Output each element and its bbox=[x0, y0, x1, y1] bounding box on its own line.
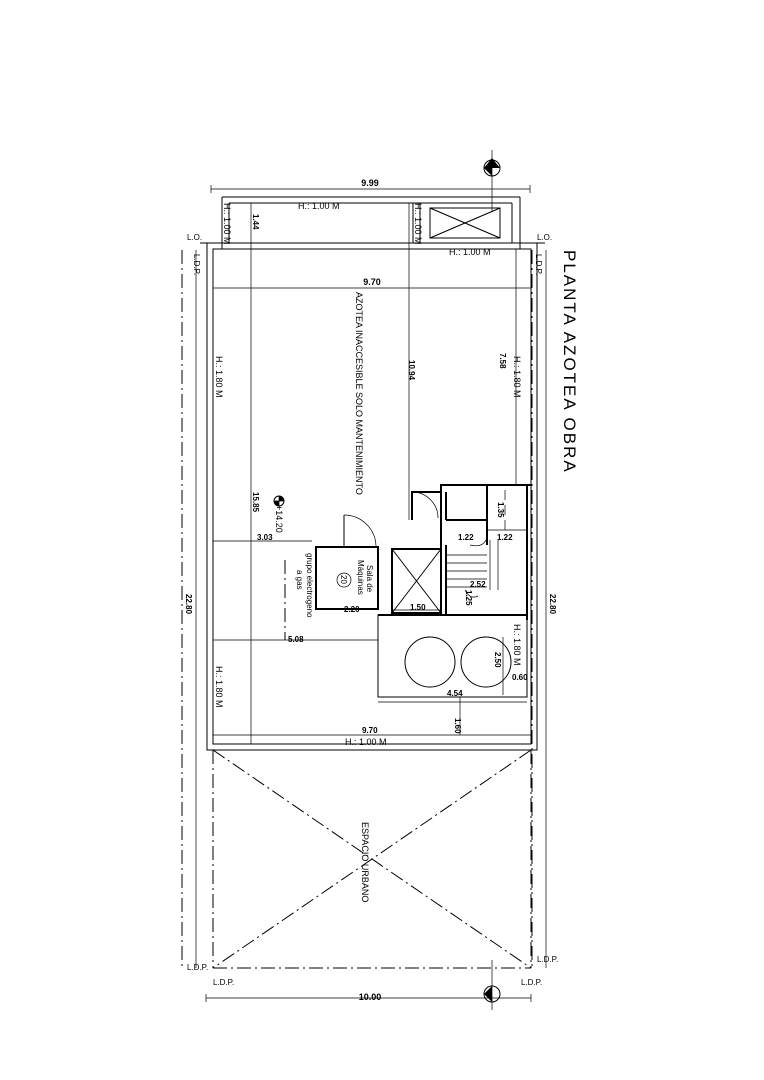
urban-space bbox=[212, 749, 532, 969]
dimension-inner-width-top: 9.70 bbox=[213, 277, 531, 289]
dim-1-44: 1.44 bbox=[251, 214, 260, 230]
dim-0-60: 0.60 bbox=[512, 673, 528, 682]
machine-room bbox=[315, 514, 379, 610]
parapet-left-upper: H.: 1.80 M bbox=[214, 356, 224, 398]
dim-2-52: 2.52 bbox=[470, 580, 486, 589]
machine-room-label-2: Máquinas bbox=[356, 560, 365, 595]
urban-space-label: ESPACIO URBANO bbox=[360, 822, 370, 902]
stair-core bbox=[378, 484, 531, 620]
dim-2-20: 2.20 bbox=[344, 605, 360, 614]
dim-1-22b: 1.22 bbox=[497, 533, 513, 542]
section-marker-top bbox=[483, 150, 501, 212]
dim-3-03: 3.03 bbox=[257, 533, 273, 542]
parapet-top-right: H.: 1.00 M bbox=[449, 247, 491, 257]
ldp-right-top: L.D.P. bbox=[534, 254, 543, 275]
roof-note: AZOTEA INACCESIBLE SOLO MANTENIMIENTO bbox=[354, 292, 364, 495]
dim-1-25: 1.25 bbox=[464, 590, 473, 606]
dim-7-58: 7.58 bbox=[498, 353, 507, 369]
generator-label-1: grupo electrogeno bbox=[305, 553, 314, 618]
ldp-left-bottom: L.D.P. bbox=[187, 963, 208, 972]
lo-left: L.O. bbox=[187, 233, 202, 242]
parapet-side-left-1: H.: 1.00 M bbox=[222, 203, 232, 245]
parapet-left-lower: H.: 1.80 M bbox=[214, 666, 224, 708]
dim-10-94: 10.94 bbox=[407, 360, 416, 381]
parapet-right-lower: H.: 1.80 M bbox=[512, 624, 522, 666]
dim-top-width-label: 9.99 bbox=[361, 178, 379, 188]
dim-2-50: 2.50 bbox=[493, 652, 502, 668]
machine-room-number-circle bbox=[336, 572, 352, 588]
dimension-top-width: 9.99 bbox=[210, 178, 531, 193]
dim-1-22a: 1.22 bbox=[458, 533, 474, 542]
level-marker bbox=[273, 495, 285, 507]
dim-1-60: 1.60 bbox=[453, 718, 462, 734]
dim-bottom-width-label: 10.00 bbox=[359, 992, 382, 1002]
ldp-left-top: L.D.P. bbox=[192, 254, 201, 275]
dim-1-35: 1.35 bbox=[496, 502, 505, 518]
dim-5-08: 5.08 bbox=[288, 635, 304, 644]
water-tank-area bbox=[377, 614, 528, 735]
dim-total-length-left: 22.80 bbox=[184, 594, 193, 615]
dim-total-length-right: 22.80 bbox=[548, 594, 557, 615]
parapet-top-left: H.: 1.00 M bbox=[298, 201, 340, 211]
parapet-bottom: H.: 1.00 M bbox=[345, 737, 387, 747]
drawing-title: PLANTA AZOTEA OBRA bbox=[560, 250, 579, 474]
level-label: +14.20 bbox=[274, 505, 284, 533]
ldp-right-bottom: L.D.P. bbox=[537, 955, 558, 964]
machine-room-number: 20 bbox=[339, 575, 348, 584]
roof-outline bbox=[206, 242, 538, 751]
top-parapet bbox=[221, 196, 521, 243]
ldp-bottom-left: L.D.P. bbox=[213, 978, 234, 987]
ldp-bottom-right: L.D.P. bbox=[521, 978, 542, 987]
dim-15-85: 15.85 bbox=[251, 492, 260, 513]
elevator-shaft bbox=[391, 548, 442, 614]
dim-1-50: 1.50 bbox=[410, 603, 426, 612]
parapet-side-left-2: H.: 1.00 M bbox=[413, 203, 423, 245]
parapet-right-upper: H.: 1.80 M bbox=[512, 356, 522, 398]
dimension-bottom-width: 10.00 bbox=[205, 992, 532, 1002]
lo-right: L.O. bbox=[537, 233, 552, 242]
machine-room-label-1: Sala de bbox=[365, 565, 374, 593]
dim-4-54: 4.54 bbox=[447, 689, 463, 698]
generator-label-2: a gas bbox=[295, 570, 304, 590]
dim-inner-width-bottom: 9.70 bbox=[362, 726, 378, 735]
dim-inner-width-top: 9.70 bbox=[363, 277, 381, 287]
